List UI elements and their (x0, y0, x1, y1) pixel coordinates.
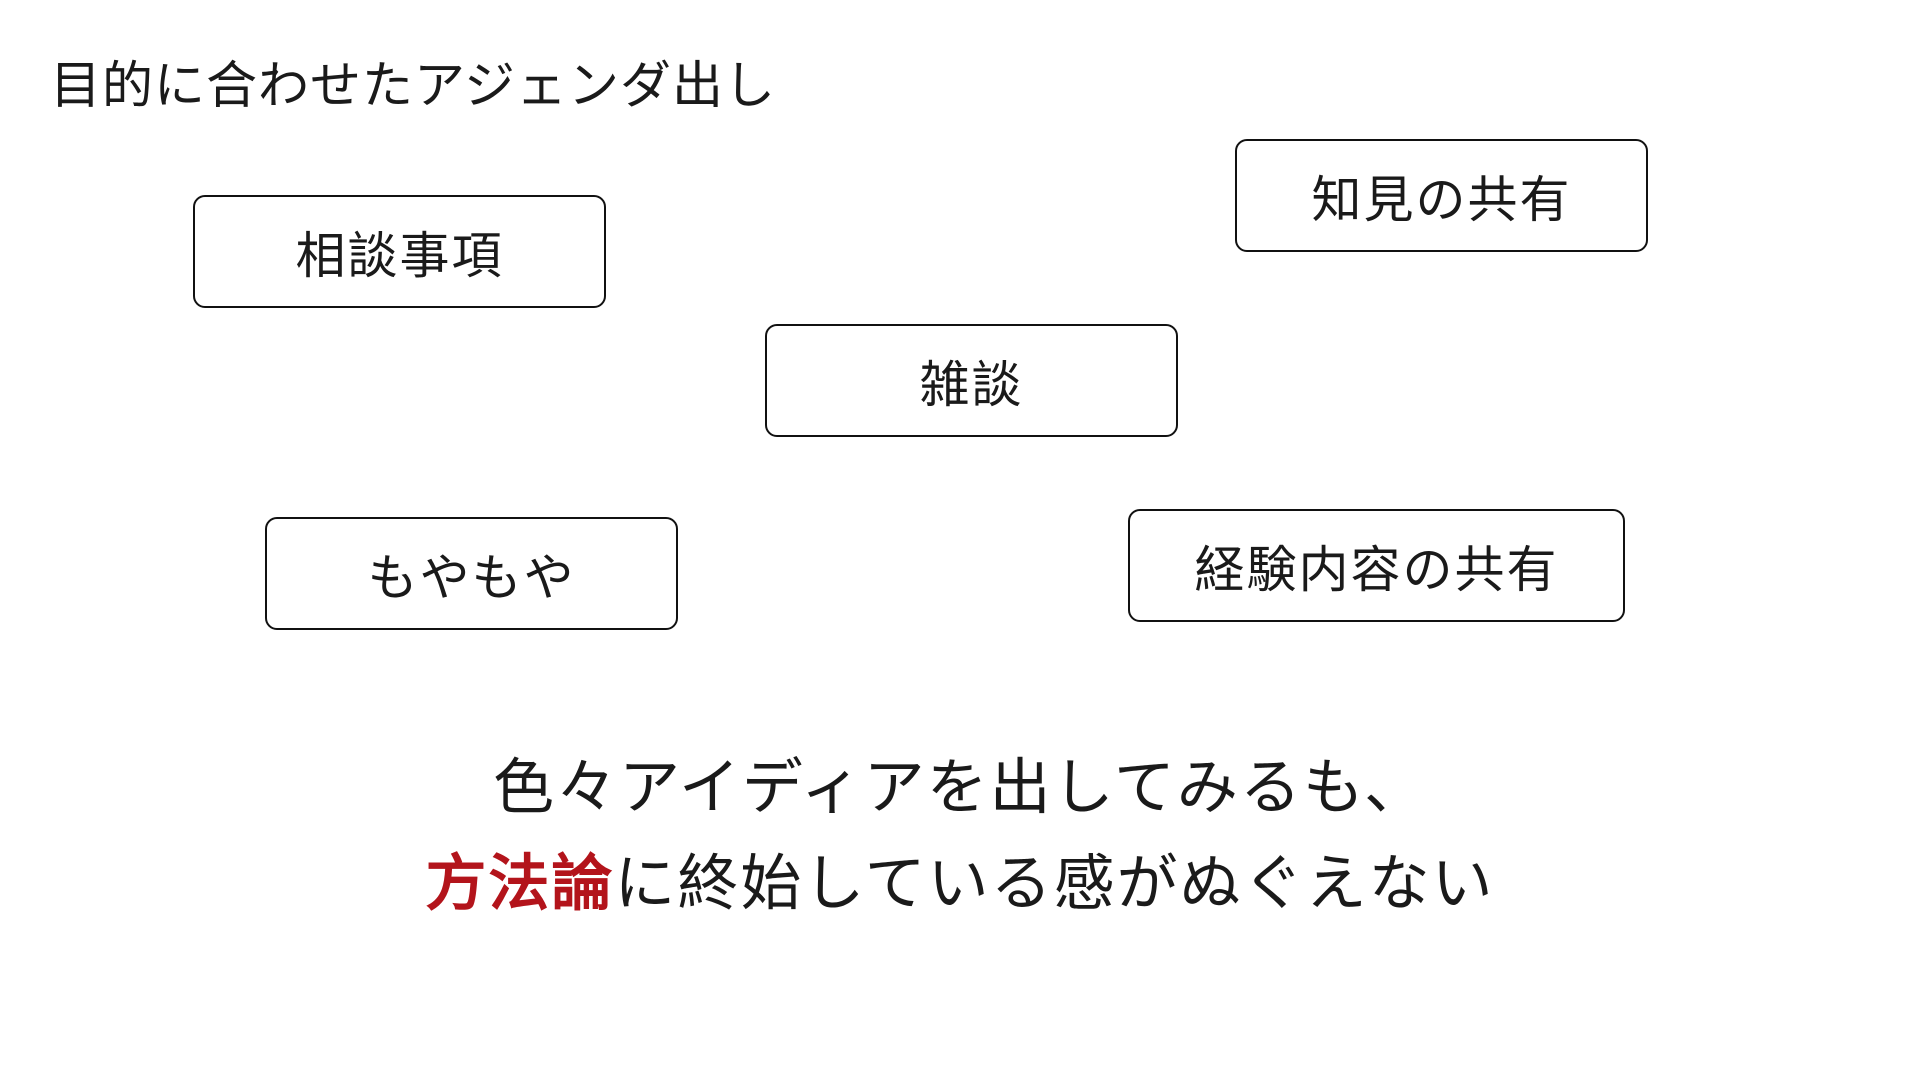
agenda-label-experience-sharing: 経験内容の共有 (1194, 540, 1559, 599)
agenda-box-experience-sharing: 経験内容の共有 (1128, 509, 1625, 622)
agenda-label-knowledge-sharing: 知見の共有 (1311, 170, 1572, 229)
conclusion-line-2: 方法論に終始している感がぬぐえない (0, 833, 1920, 922)
slide-title: 目的に合わせたアジェンダ出し (50, 57, 776, 116)
conclusion-emphasis: 方法論 (425, 848, 615, 919)
agenda-label-moyamoya: もやもや (367, 548, 576, 607)
agenda-label-consultation: 相談事項 (295, 226, 504, 285)
conclusion-line-2-rest: に終始している感がぬぐえない (614, 848, 1495, 919)
agenda-box-consultation: 相談事項 (193, 195, 606, 308)
agenda-label-chat: 雑談 (919, 355, 1024, 414)
agenda-box-chat: 雑談 (765, 324, 1178, 437)
agenda-box-knowledge-sharing: 知見の共有 (1235, 139, 1648, 252)
agenda-box-moyamoya: もやもや (265, 517, 678, 630)
conclusion-line-1: 色々アイディアを出してみるも、 (492, 752, 1428, 823)
